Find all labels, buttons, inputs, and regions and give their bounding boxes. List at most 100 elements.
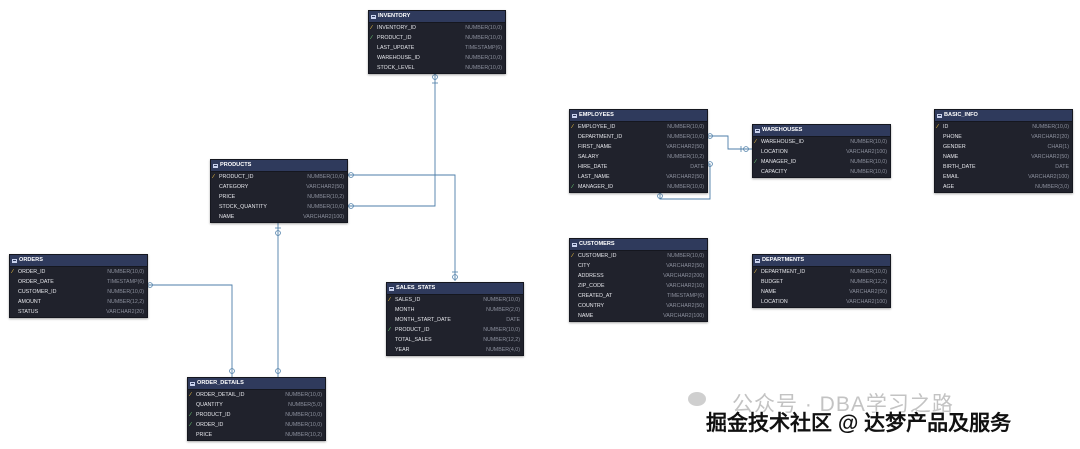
entity-header[interactable]: PRODUCTS xyxy=(211,160,347,172)
column-name: BIRTH_DATE xyxy=(943,164,976,170)
entity-header[interactable]: ORDERS xyxy=(10,255,147,267)
entity-header[interactable]: EMPLOYEES xyxy=(570,110,707,122)
column-name: STATUS xyxy=(18,309,39,315)
column-name: PRICE xyxy=(196,432,213,438)
foreign-key-icon: ∕ xyxy=(371,35,372,41)
entity-header[interactable]: DEPARTMENTS xyxy=(753,255,890,267)
column-type: NUMBER(10,0) xyxy=(465,55,502,61)
entity-header[interactable]: CUSTOMERS xyxy=(570,239,707,251)
column-type: NUMBER(10,0) xyxy=(850,139,887,145)
primary-key-icon: ∕ xyxy=(12,269,13,275)
watermark-community: 掘金技术社区 @ 达梦产品及服务 xyxy=(706,412,1012,435)
entity-header[interactable]: ORDER_DETAILS xyxy=(188,378,325,390)
column-name: NAME xyxy=(761,289,777,295)
column-name: TOTAL_SALES xyxy=(395,337,432,343)
column-name: ORDER_DETAIL_ID xyxy=(196,392,245,398)
entity-header[interactable]: BASIC_INFO xyxy=(935,110,1072,122)
column-type: DATE xyxy=(506,317,520,323)
column-name: PRODUCT_ID xyxy=(219,174,254,180)
entity-header[interactable]: SALES_STATS xyxy=(387,283,523,295)
entity-header[interactable]: WAREHOUSES xyxy=(753,125,890,137)
column-type: NUMBER(10,0) xyxy=(850,269,887,275)
column-name: LAST_NAME xyxy=(578,174,610,180)
column-name: EMPLOYEE_ID xyxy=(578,124,616,130)
column-type: VARCHAR2(20) xyxy=(1031,134,1069,140)
primary-key-icon: ∕ xyxy=(755,139,756,145)
entity-header[interactable]: INVENTORY xyxy=(369,11,505,23)
column-type: VARCHAR2(100) xyxy=(846,299,887,305)
column-type: NUMBER(10,0) xyxy=(667,184,704,190)
column-name: ORDER_ID xyxy=(196,422,224,428)
column-name: CREATED_AT xyxy=(578,293,613,299)
column-name: HIRE_DATE xyxy=(578,164,608,170)
